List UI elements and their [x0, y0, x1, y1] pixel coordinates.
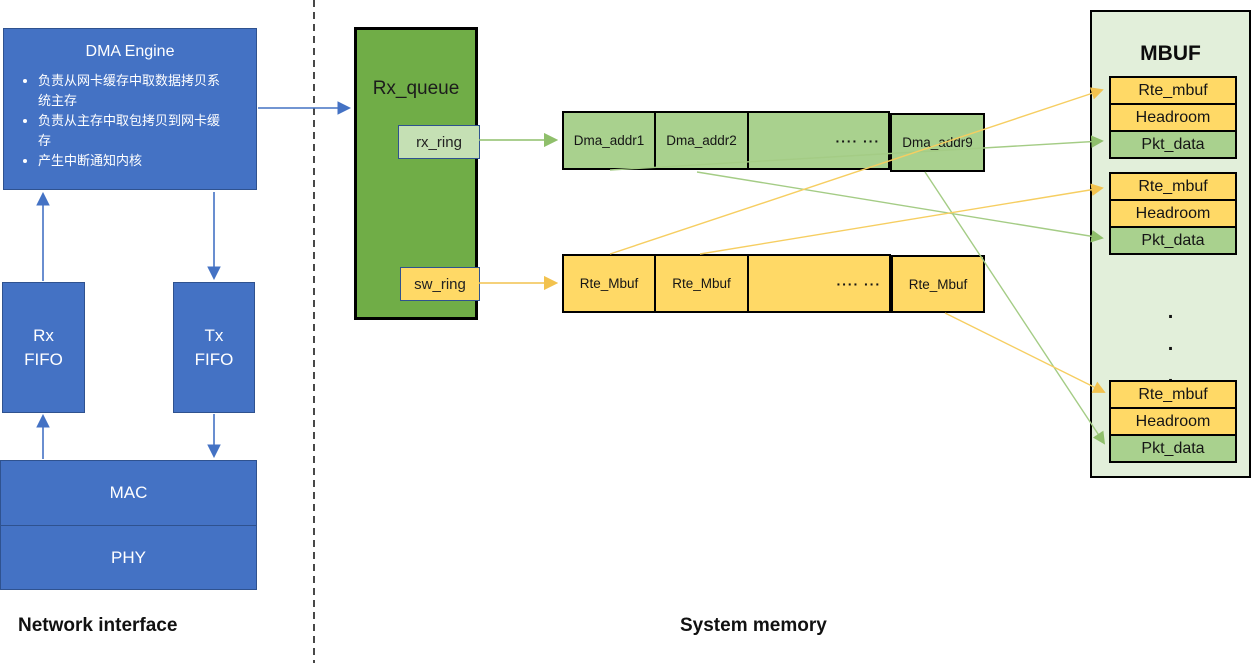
dma-bullet: 负责从网卡缓存中取数据拷贝系统主存	[38, 71, 224, 110]
mbuf-title: MBUF	[1140, 42, 1201, 65]
dma-addr-ellipsis-cell: ···· ···	[747, 113, 888, 168]
dma-engine-title: DMA Engine	[85, 43, 175, 60]
pkt-data-field: Pkt_data	[1109, 226, 1237, 255]
sw-ring-box: sw_ring	[400, 267, 480, 301]
rte-mbuf9-box: Rte_Mbuf	[891, 255, 985, 313]
rx-queue-title: Rx_queue	[372, 78, 460, 99]
rte-mbuf-field: Rte_mbuf	[1109, 380, 1237, 409]
pkt-data-field: Pkt_data	[1109, 130, 1237, 159]
dma-addr-row: Dma_addr1 Dma_addr2 ···· ···	[562, 111, 890, 170]
rx-ring-box: rx_ring	[398, 125, 480, 159]
dma-bullet: 产生中断通知内核	[38, 151, 224, 171]
phy-box: PHY	[1, 525, 256, 590]
mbuf-stack: Rte_mbuf Headroom Pkt_data	[1109, 380, 1237, 463]
rte-mbuf-cell: Rte_Mbuf	[564, 256, 654, 311]
mac-box: MAC	[109, 483, 148, 502]
dma-addr-cell: Dma_addr1	[564, 113, 654, 168]
system-memory-label: System memory	[680, 615, 827, 636]
dma-engine-box: DMA Engine 负责从网卡缓存中取数据拷贝系统主存 负责从主存中取包拷贝到…	[3, 28, 257, 190]
line-dmaaddr2-to-mbuf2-pktdata	[696, 171, 1104, 243]
rte-mbuf-cell: Rte_Mbuf	[654, 256, 747, 311]
headroom-field: Headroom	[1109, 199, 1237, 228]
rte-mbuf-field: Rte_mbuf	[1109, 76, 1237, 105]
mbuf-stack: Rte_mbuf Headroom Pkt_data	[1109, 172, 1237, 255]
mbuf-ellipsis-dots: . . .	[1092, 296, 1249, 392]
dot: .	[1167, 301, 1174, 323]
dma-engine-bullet-list: 负责从网卡缓存中取数据拷贝系统主存 负责从主存中取包拷贝到网卡缓存 产生中断通知…	[4, 71, 256, 171]
mbuf-container: MBUF Rte_mbuf Headroom Pkt_data Rte_mbuf…	[1090, 10, 1251, 478]
pkt-data-field: Pkt_data	[1109, 434, 1237, 463]
rte-mbuf-row: Rte_Mbuf Rte_Mbuf ···· ···	[562, 254, 891, 313]
dot: .	[1167, 333, 1174, 355]
line-rtembuf2-to-mbuf2-rtembuf	[699, 183, 1104, 255]
tx-fifo-box: Tx FIFO	[173, 282, 255, 413]
line-rtembuf9-to-mbuf3-rtembuf	[944, 312, 1106, 393]
rx-fifo-box: Rx FIFO	[2, 282, 85, 413]
network-interface-label: Network interface	[18, 615, 178, 636]
dma-addr-cell: Dma_addr2	[654, 113, 747, 168]
rte-mbuf-ellipsis-cell: ···· ···	[747, 256, 889, 311]
rx-queue-box: Rx_queue rx_ring sw_ring	[354, 27, 480, 320]
dma-addr9-box: Dma_addr9	[890, 113, 985, 172]
rte-mbuf-field: Rte_mbuf	[1109, 172, 1237, 201]
dot: .	[1167, 365, 1174, 387]
headroom-field: Headroom	[1109, 103, 1237, 132]
dma-bullet: 负责从主存中取包拷贝到网卡缓存	[38, 111, 224, 150]
headroom-field: Headroom	[1109, 407, 1237, 436]
mbuf-stack: Rte_mbuf Headroom Pkt_data	[1109, 76, 1237, 159]
mac-phy-box: MAC PHY	[0, 460, 257, 590]
